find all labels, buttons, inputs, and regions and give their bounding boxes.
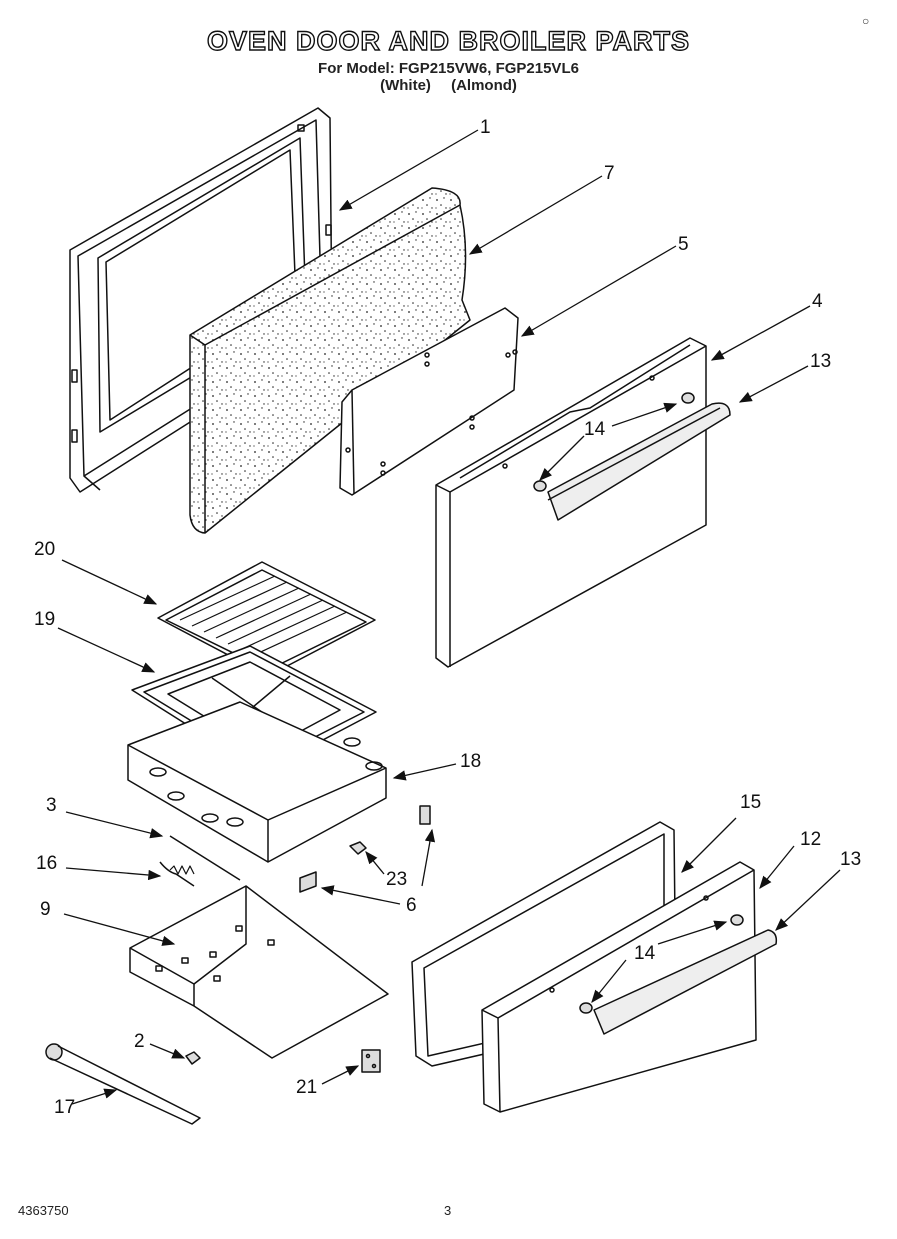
callout-15: 15 — [740, 792, 762, 813]
document-number: 4363750 — [18, 1203, 69, 1218]
callout-7: 7 — [604, 163, 615, 184]
callout-9: 9 — [40, 899, 51, 920]
model-line: For Model: FGP215VW6, FGP215VL6 — [318, 60, 579, 77]
callout-17: 17 — [54, 1097, 76, 1118]
spring-part — [159, 861, 195, 887]
lower-spacer-part — [579, 914, 744, 1014]
corner-mark: ○ — [862, 14, 870, 28]
callout-3: 3 — [46, 795, 57, 816]
broiler-door-part — [481, 861, 757, 1113]
color-line: (White) (Almond) — [380, 77, 517, 94]
lower-handle-part — [593, 929, 778, 1035]
rod-part — [169, 835, 241, 881]
bolt-part — [185, 1051, 201, 1065]
insulation-part — [189, 187, 471, 534]
callout-16: 16 — [36, 853, 58, 874]
callout-5: 5 — [678, 234, 689, 255]
callout-19: 19 — [34, 609, 56, 630]
callout-18: 18 — [460, 751, 482, 772]
broiler-drawer-part — [127, 701, 387, 863]
callout-13-upper: 13 — [810, 351, 832, 372]
callout-13-lower: 13 — [840, 849, 862, 870]
callout-20: 20 — [34, 539, 56, 560]
callout-12: 12 — [800, 829, 822, 850]
callout-6: 6 — [406, 895, 417, 916]
callout-4: 4 — [812, 291, 823, 312]
leader-lines — [57, 129, 841, 1105]
bottom-slide-part — [45, 1043, 201, 1125]
diagram-title: OVEN DOOR AND BROILER PARTS — [206, 25, 691, 56]
callout-14-upper: 14 — [584, 419, 606, 440]
callout-2: 2 — [134, 1031, 145, 1052]
upper-spacer-part — [533, 392, 695, 492]
callout-14-lower: 14 — [634, 943, 656, 964]
callout-23: 23 — [386, 869, 408, 890]
callout-21: 21 — [296, 1077, 318, 1098]
inner-glass-panel-part — [339, 307, 519, 496]
clip-part-6 — [299, 871, 317, 893]
upper-handle-part — [547, 402, 731, 521]
page-number: 3 — [444, 1203, 452, 1218]
callout-1: 1 — [480, 117, 491, 138]
clip-part-23 — [349, 805, 431, 855]
hinge-part — [361, 1049, 381, 1073]
drawer-slide-plate-part — [129, 885, 389, 1059]
